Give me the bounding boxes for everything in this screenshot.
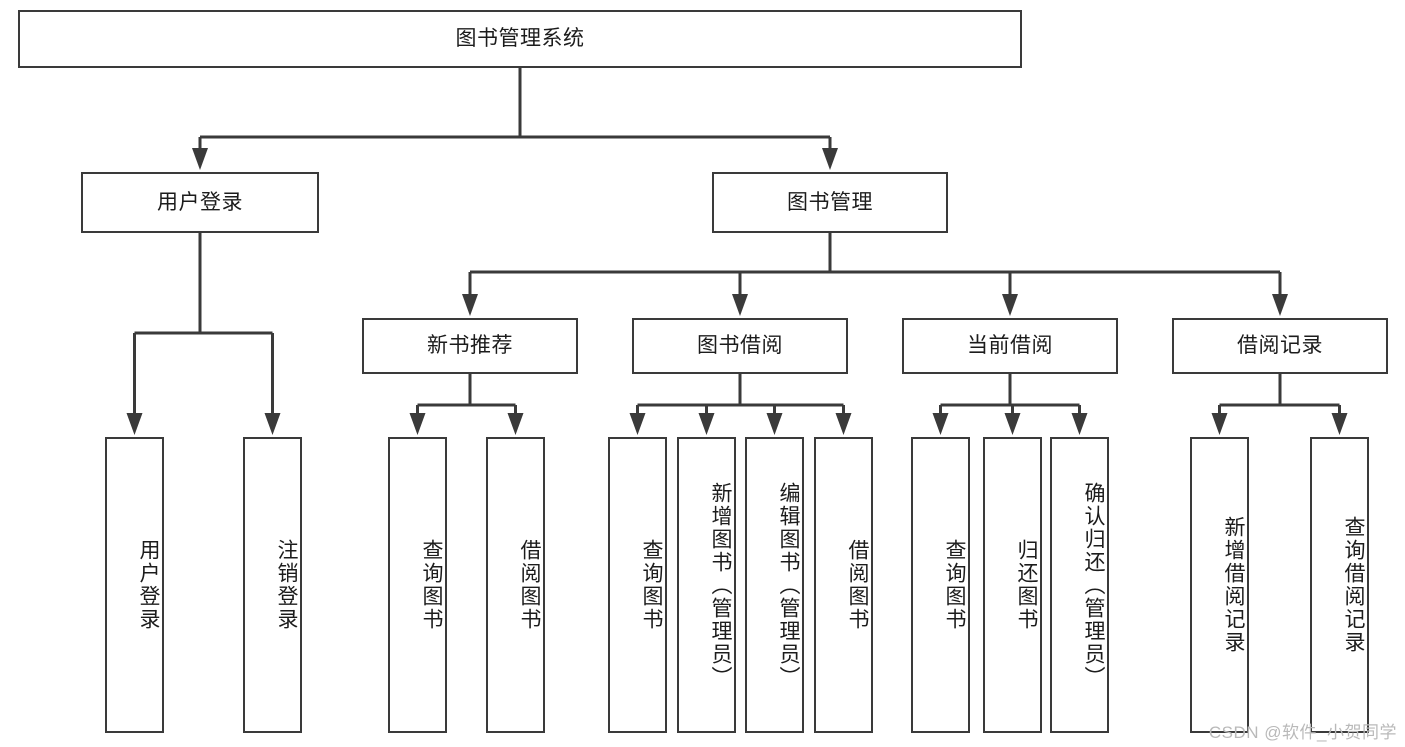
arrowhead-icon bbox=[835, 413, 852, 435]
arrowhead-icon bbox=[192, 148, 208, 170]
node-label: 用户登录 bbox=[137, 539, 160, 631]
node-label: 编辑图书（管理员） bbox=[777, 481, 800, 689]
arrowhead-icon bbox=[698, 413, 715, 435]
arrowhead-icon bbox=[932, 413, 949, 435]
arrowhead-icon bbox=[264, 413, 281, 435]
arrowhead-icon bbox=[1211, 413, 1228, 435]
node-leaf4[interactable]: 借阅图书 bbox=[486, 437, 545, 733]
arrowhead-icon bbox=[1002, 294, 1018, 316]
node-label: 注销登录 bbox=[275, 539, 298, 631]
node-root[interactable]: 图书管理系统 bbox=[18, 10, 1022, 68]
node-label: 查询图书 bbox=[943, 539, 966, 631]
arrowhead-icon bbox=[507, 413, 524, 435]
node-leaf13[interactable]: 查询借阅记录 bbox=[1310, 437, 1369, 733]
node-leaf12[interactable]: 新增借阅记录 bbox=[1190, 437, 1249, 733]
arrowhead-icon bbox=[1004, 413, 1021, 435]
watermark-label: CSDN @软件_小贺同学 bbox=[1208, 723, 1397, 742]
node-label: 当前借阅 bbox=[967, 334, 1053, 358]
node-leaf11[interactable]: 确认归还（管理员） bbox=[1050, 437, 1109, 733]
node-leaf3[interactable]: 查询图书 bbox=[388, 437, 447, 733]
arrowhead-icon bbox=[822, 148, 838, 170]
node-leaf7[interactable]: 编辑图书（管理员） bbox=[745, 437, 804, 733]
node-label: 借阅图书 bbox=[518, 539, 541, 631]
node-label: 查询图书 bbox=[420, 539, 443, 631]
node-leaf1[interactable]: 用户登录 bbox=[105, 437, 164, 733]
arrowhead-icon bbox=[1071, 413, 1088, 435]
node-leaf10[interactable]: 归还图书 bbox=[983, 437, 1042, 733]
node-l2a[interactable]: 用户登录 bbox=[81, 172, 319, 233]
arrowhead-icon bbox=[126, 413, 143, 435]
node-l3d[interactable]: 借阅记录 bbox=[1172, 318, 1388, 374]
node-label: 新书推荐 bbox=[427, 334, 513, 358]
node-label: 确认归还（管理员） bbox=[1082, 481, 1105, 689]
node-label: 查询图书 bbox=[640, 539, 663, 631]
node-leaf6[interactable]: 新增图书（管理员） bbox=[677, 437, 736, 733]
node-label: 用户登录 bbox=[157, 190, 243, 214]
node-label: 归还图书 bbox=[1015, 539, 1038, 631]
node-l3a[interactable]: 新书推荐 bbox=[362, 318, 578, 374]
node-leaf2[interactable]: 注销登录 bbox=[243, 437, 302, 733]
arrowhead-icon bbox=[732, 294, 748, 316]
node-l3b[interactable]: 图书借阅 bbox=[632, 318, 848, 374]
arrowhead-icon bbox=[462, 294, 478, 316]
node-label: 借阅记录 bbox=[1237, 334, 1323, 358]
arrowhead-icon bbox=[629, 413, 646, 435]
node-l3c[interactable]: 当前借阅 bbox=[902, 318, 1118, 374]
node-label: 新增图书（管理员） bbox=[709, 481, 732, 689]
node-label: 图书借阅 bbox=[697, 334, 783, 358]
node-label: 查询借阅记录 bbox=[1342, 516, 1365, 654]
node-label: 图书管理 bbox=[787, 190, 873, 214]
node-label: 新增借阅记录 bbox=[1222, 516, 1245, 654]
arrowhead-icon bbox=[409, 413, 426, 435]
node-leaf9[interactable]: 查询图书 bbox=[911, 437, 970, 733]
arrowhead-icon bbox=[766, 413, 783, 435]
node-label: 图书管理系统 bbox=[455, 27, 585, 51]
node-l2b[interactable]: 图书管理 bbox=[712, 172, 948, 233]
node-label: 借阅图书 bbox=[846, 539, 869, 631]
node-leaf8[interactable]: 借阅图书 bbox=[814, 437, 873, 733]
arrowhead-icon bbox=[1272, 294, 1288, 316]
arrowhead-icon bbox=[1331, 413, 1348, 435]
node-leaf5[interactable]: 查询图书 bbox=[608, 437, 667, 733]
